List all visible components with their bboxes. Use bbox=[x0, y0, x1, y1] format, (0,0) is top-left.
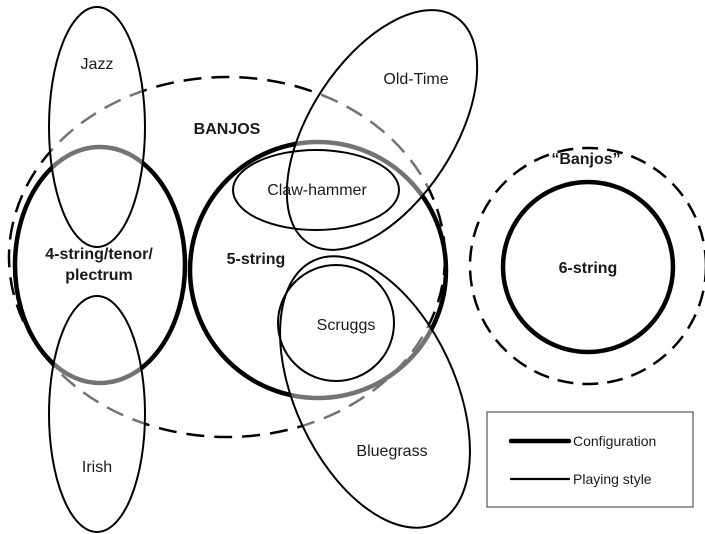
old-time-style-outline bbox=[285, 9, 479, 251]
jazz-style-outline bbox=[48, 6, 146, 248]
scruggs-style-outline bbox=[277, 264, 395, 382]
banjos-title: BANJOS bbox=[194, 121, 261, 138]
four-string-label-line1: 4-string/tenor/ bbox=[45, 246, 153, 263]
old-time-label: Old-Time bbox=[383, 71, 448, 88]
six-string-config-outline bbox=[500, 179, 676, 355]
irish-label: Irish bbox=[82, 459, 112, 476]
six-string-label: 6-string bbox=[559, 260, 618, 277]
five-string-label: 5-string bbox=[227, 251, 286, 268]
four-string-config-outline bbox=[12, 144, 188, 386]
related-banjos-title: “Banjos” bbox=[551, 151, 620, 168]
claw-hammer-style-outline bbox=[232, 149, 400, 231]
legend-playing-style-label: Playing style bbox=[573, 471, 652, 487]
scruggs-label: Scruggs bbox=[317, 317, 376, 334]
legend-configuration-label: Configuration bbox=[573, 433, 656, 449]
claw-hammer-label: Claw-hammer bbox=[267, 182, 367, 199]
legend-box bbox=[486, 411, 694, 508]
related-banjos-boundary bbox=[468, 146, 705, 386]
bluegrass-label: Bluegrass bbox=[356, 443, 427, 460]
irish-style-outline bbox=[48, 295, 146, 533]
jazz-label: Jazz bbox=[81, 56, 114, 73]
legend: Configuration Playing style bbox=[486, 411, 694, 508]
four-string-label-line2: plectrum bbox=[65, 267, 133, 284]
five-string-config-outline bbox=[187, 139, 449, 401]
bluegrass-style-outline bbox=[279, 255, 471, 529]
